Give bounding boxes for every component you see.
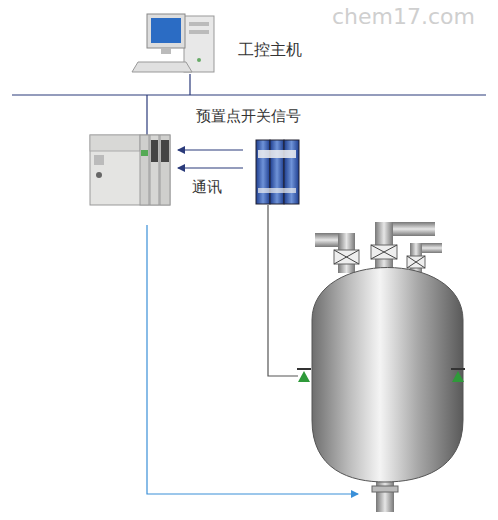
signal-module (256, 140, 299, 204)
computer-icon (132, 14, 214, 72)
watermark: chem17.com (332, 4, 475, 30)
sensor-wire (268, 205, 298, 376)
plc-rack (90, 135, 170, 205)
network-bus (12, 94, 486, 95)
host-label: 工控主机 (238, 40, 302, 59)
tank (312, 268, 463, 483)
comm-label: 通讯 (192, 178, 222, 196)
comm-arrow (178, 167, 243, 168)
signal-label: 预置点开关信号 (196, 107, 301, 125)
level-sensor (297, 368, 465, 382)
signal-arrow (178, 149, 243, 150)
